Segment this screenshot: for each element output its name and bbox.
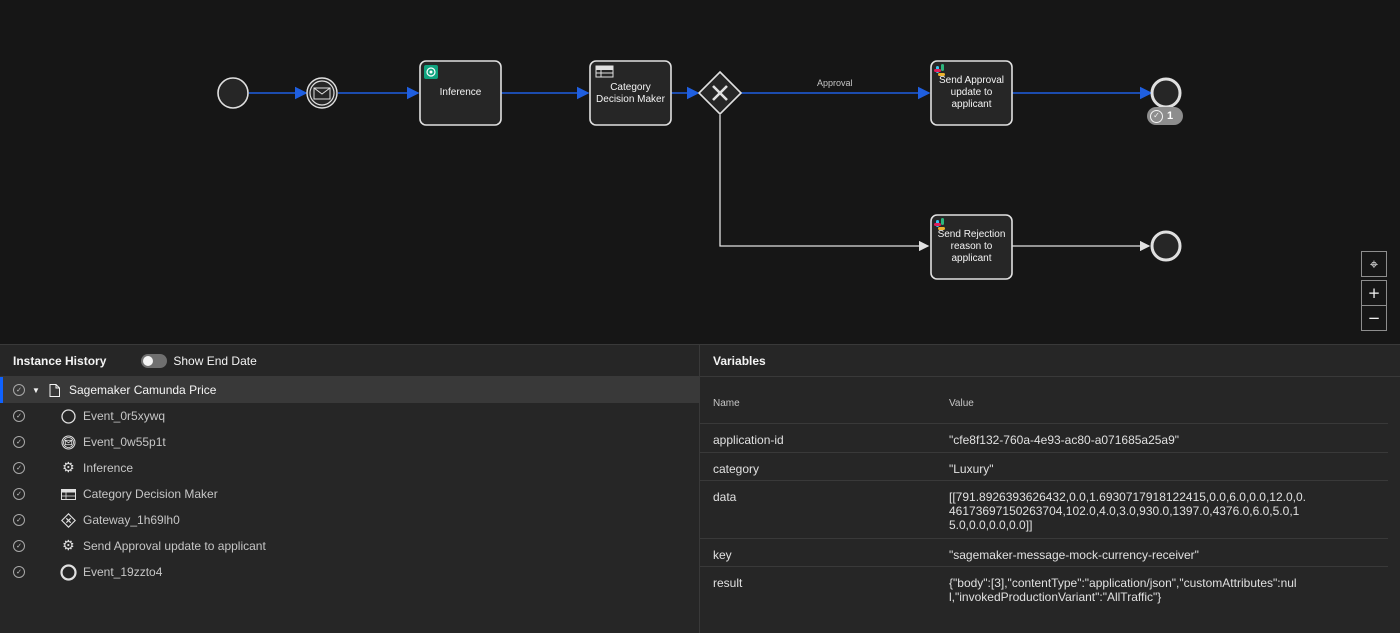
task-category-decision-label: Category Decision Maker: [596, 82, 665, 105]
history-row[interactable]: ✓ ⚙ Inference: [0, 455, 699, 481]
slack-icon: [934, 218, 945, 230]
end-event-approval[interactable]: [1150, 77, 1182, 109]
variables-title: Variables: [713, 353, 766, 368]
variable-value: "Luxury": [949, 462, 994, 476]
column-header-name: Name: [713, 398, 740, 409]
crosshair-icon: ⌖: [1369, 255, 1379, 273]
variable-row[interactable]: category "Luxury": [700, 452, 1388, 480]
variables-table-head: Name Value: [700, 377, 1400, 423]
completed-instances-count: 1: [1167, 110, 1174, 122]
history-row[interactable]: ✓ Event_0w55p1t: [0, 429, 699, 455]
message-event[interactable]: [306, 77, 338, 109]
variable-name: key: [713, 548, 732, 562]
variable-name: category: [713, 462, 760, 476]
check-circle-icon: ✓: [13, 566, 25, 578]
start-event-icon: [61, 408, 76, 424]
history-row-label: Gateway_1h69lh0: [83, 513, 180, 527]
zoom-in-button[interactable]: +: [1361, 280, 1387, 306]
check-circle-icon: ✓: [13, 514, 25, 526]
caret-down-icon[interactable]: ▼: [32, 385, 40, 395]
history-row-label: Event_0r5xywq: [83, 409, 166, 423]
instance-history-title: Instance History: [13, 353, 107, 368]
history-row[interactable]: ✓ Event_19zzto4: [0, 559, 699, 585]
exclusive-gateway[interactable]: [697, 70, 743, 116]
instance-history-panel: Instance History Show End Date ✓ ▼ Sagem…: [0, 344, 699, 633]
toggle-knob: [143, 355, 154, 366]
history-row[interactable]: ✓ ⚙ Send Approval update to applicant: [0, 533, 699, 559]
variable-value: "cfe8f132-760a-4e93-ac80-a071685a25a9": [949, 433, 1180, 447]
history-row-label: Event_19zzto4: [83, 565, 163, 579]
variable-name: data: [713, 490, 737, 504]
table-icon: [61, 488, 76, 500]
task-send-rejection[interactable]: [930, 214, 1013, 280]
history-row[interactable]: ✓ Event_0r5xywq: [0, 403, 699, 429]
openai-icon: [424, 65, 438, 79]
gear-icon: ⚙: [62, 460, 75, 476]
show-end-date-label: Show End Date: [173, 353, 257, 368]
check-circle-icon: ✓: [13, 384, 25, 396]
table-icon: [595, 65, 614, 78]
history-row[interactable]: ✓ Gateway_1h69lh0: [0, 507, 699, 533]
document-icon: [49, 383, 60, 397]
gateway-icon: [61, 512, 76, 528]
variable-value: {"body":[3],"contentType":"application/j…: [949, 576, 1297, 604]
variable-row[interactable]: key "sagemaker-message-mock-currency-rec…: [700, 538, 1388, 566]
history-row-label: Category Decision Maker: [83, 487, 218, 501]
bpmn-diagram-svg: [217, 60, 1182, 280]
task-inference-label: Inference: [439, 87, 482, 98]
task-send-approval-label: Send Approval update to applicant: [938, 75, 1005, 110]
gear-icon: ⚙: [62, 538, 75, 554]
history-row[interactable]: ✓ Category Decision Maker: [0, 481, 699, 507]
variable-value: [[791.8926393626432,0.0,1.69307179181224…: [949, 490, 1306, 532]
zoom-out-button[interactable]: −: [1361, 305, 1387, 331]
check-circle-icon: ✓: [13, 410, 25, 422]
variable-row[interactable]: application-id "cfe8f132-760a-4e93-ac80-…: [700, 423, 1388, 452]
check-circle-icon: ✓: [13, 462, 25, 474]
start-event[interactable]: [217, 77, 249, 109]
task-inference[interactable]: [419, 60, 502, 126]
minus-icon: −: [1367, 309, 1381, 327]
variable-row[interactable]: data [[791.8926393626432,0.0,1.693071791…: [700, 480, 1388, 538]
variables-panel: Variables Name Value application-id "cfe…: [699, 344, 1400, 633]
bpmn-diagram-canvas[interactable]: Inference Category Decision Maker Send A…: [0, 0, 1400, 344]
history-row-label: Send Approval update to applicant: [83, 539, 266, 553]
inactive-sequence-flows: [719, 115, 1151, 252]
variable-name: result: [713, 576, 743, 590]
instance-history-header: Instance History Show End Date: [0, 345, 699, 377]
reset-zoom-button[interactable]: ⌖: [1361, 251, 1387, 277]
history-root-row[interactable]: ✓ ▼ Sagemaker Camunda Price: [0, 377, 699, 403]
variables-header: Variables: [700, 345, 1400, 377]
message-event-icon: [61, 435, 76, 450]
history-root-label: Sagemaker Camunda Price: [69, 383, 217, 397]
check-circle-icon: ✓: [13, 540, 25, 552]
check-circle-icon: ✓: [1150, 109, 1163, 123]
flow-label-approval: Approval: [817, 78, 853, 88]
show-end-date-toggle[interactable]: [141, 353, 168, 368]
variable-row[interactable]: result {"body":[3],"contentType":"applic…: [700, 566, 1388, 626]
check-circle-icon: ✓: [13, 488, 25, 500]
history-row-label: Inference: [83, 461, 134, 475]
column-header-value: Value: [949, 398, 974, 409]
task-send-approval[interactable]: [930, 60, 1013, 126]
history-row-label: Event_0w55p1t: [83, 435, 166, 449]
completed-instances-badge: ✓ 1: [1147, 107, 1183, 125]
plus-icon: +: [1367, 284, 1381, 302]
task-send-rejection-label: Send Rejection reason to applicant: [937, 229, 1006, 264]
variable-name: application-id: [713, 433, 784, 447]
check-circle-icon: ✓: [13, 436, 25, 448]
end-event-icon: [60, 563, 77, 581]
show-end-date-toggle-wrap[interactable]: Show End Date: [141, 353, 257, 368]
variable-value: "sagemaker-message-mock-currency-receive…: [949, 548, 1199, 562]
slack-icon: [934, 64, 945, 76]
end-event-rejection[interactable]: [1150, 230, 1182, 262]
